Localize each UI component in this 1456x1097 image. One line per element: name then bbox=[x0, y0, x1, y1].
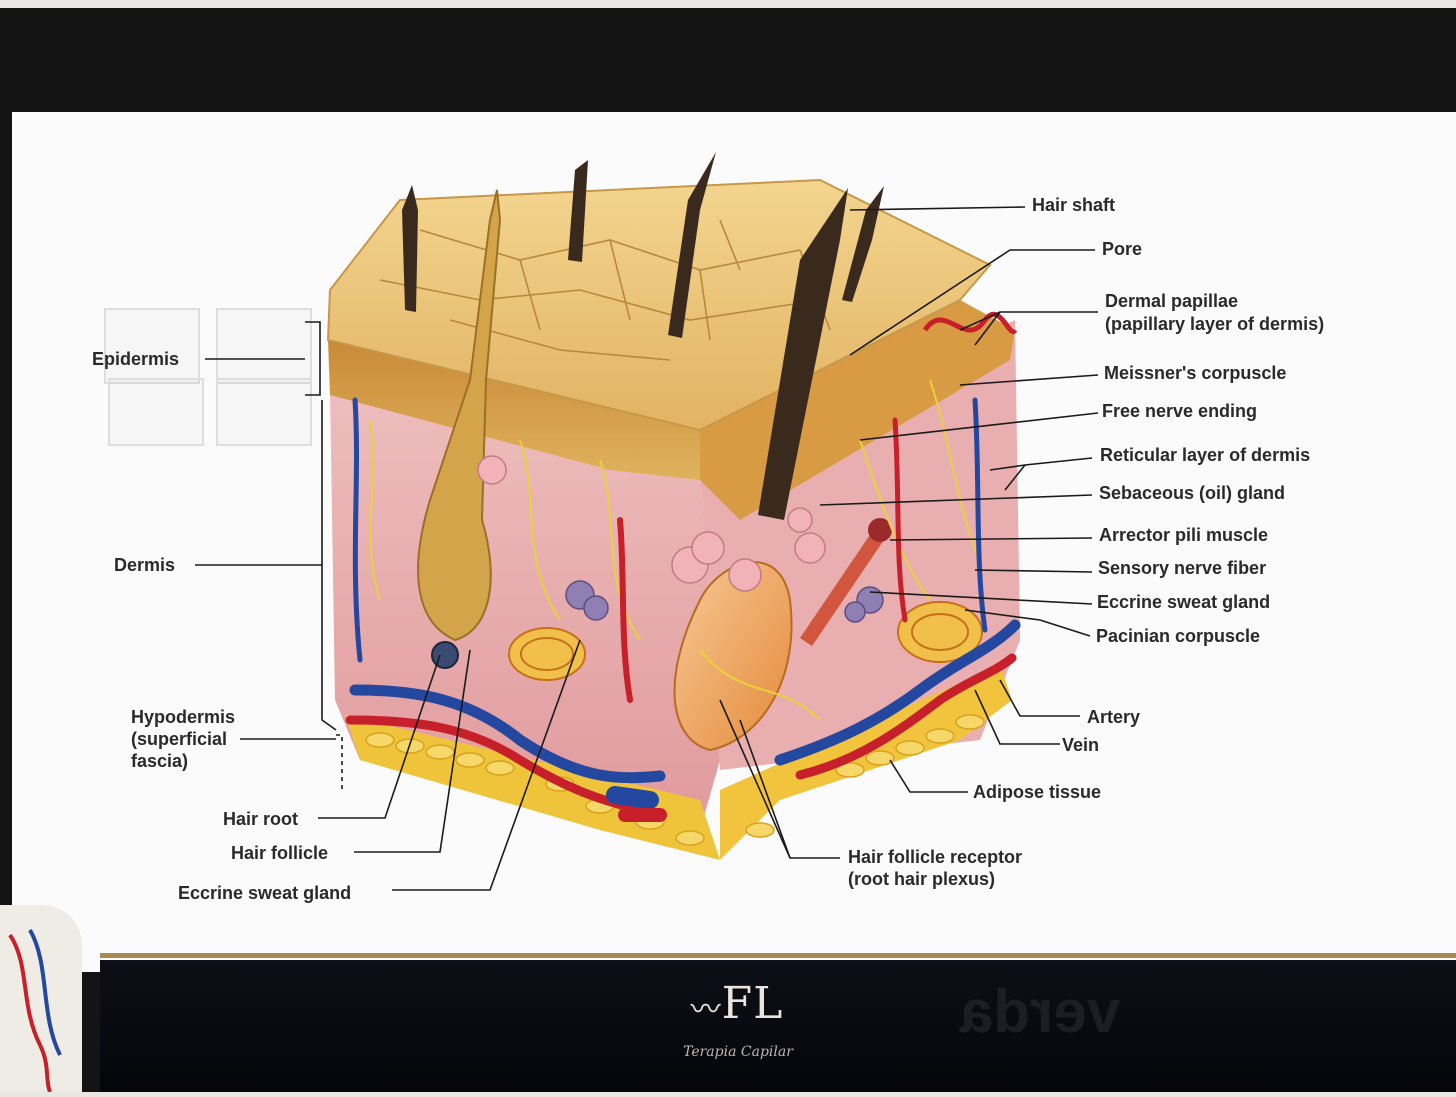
blood-vessels bbox=[345, 397, 1021, 822]
label-reticular-layer: Reticular layer of dermis bbox=[1100, 445, 1311, 465]
sebaceous-glands bbox=[477, 455, 826, 592]
label-hypodermis-sub2: fascia) bbox=[131, 751, 189, 771]
label-dermal-papillae: Dermal papillae bbox=[1105, 291, 1239, 311]
brand-logo: 〰FL bbox=[662, 978, 812, 1029]
ghost-panel bbox=[104, 308, 200, 384]
pacinian-corpuscles bbox=[508, 601, 983, 681]
label-hypodermis: Hypodermis bbox=[131, 707, 236, 727]
label-dermis: Dermis bbox=[114, 555, 176, 575]
dermis-layer bbox=[330, 390, 720, 830]
label-meissners-corpuscle: Meissner's corpuscle bbox=[1104, 363, 1287, 383]
label-free-nerve-ending: Free nerve ending bbox=[1102, 401, 1258, 421]
dermal-papillae bbox=[922, 311, 1018, 335]
hair-strand-icon: 〰 bbox=[690, 992, 722, 1028]
arrector-muscle bbox=[800, 520, 892, 646]
ghost-panel bbox=[216, 378, 312, 446]
label-eccrine-gland-right: Eccrine sweat gland bbox=[1097, 592, 1271, 612]
logo-text: FL bbox=[721, 978, 784, 1029]
hair-shafts bbox=[402, 152, 884, 520]
nerve-fibers bbox=[369, 379, 981, 721]
ghost-panel bbox=[108, 378, 204, 446]
label-pore: Pore bbox=[1102, 239, 1143, 259]
label-epidermis: Epidermis bbox=[92, 349, 180, 369]
label-arrector-pili: Arrector pili muscle bbox=[1099, 525, 1269, 545]
label-eccrine-gland-left: Eccrine sweat gland bbox=[178, 883, 352, 903]
leader-lines bbox=[195, 206, 1099, 891]
adipose-layer-right bbox=[720, 665, 1012, 860]
label-hair-shaft: Hair shaft bbox=[1032, 195, 1116, 215]
label-sebaceous-gland: Sebaceous (oil) gland bbox=[1099, 483, 1286, 503]
label-hair-follicle-receptor-sub: (root hair plexus) bbox=[848, 869, 996, 889]
label-hair-follicle: Hair follicle bbox=[231, 843, 329, 863]
label-sensory-nerve: Sensory nerve fiber bbox=[1098, 558, 1267, 578]
arrector-muscle-end bbox=[868, 518, 892, 542]
eccrine-glands bbox=[565, 580, 884, 623]
label-hair-root: Hair root bbox=[223, 809, 299, 829]
reflection-text: ɐpɹǝʌ bbox=[960, 987, 1121, 1054]
label-adipose-tissue: Adipose tissue bbox=[973, 782, 1102, 802]
label-artery: Artery bbox=[1087, 707, 1141, 727]
label-vein: Vein bbox=[1062, 735, 1100, 755]
brand-tagline: Terapia Capilar bbox=[683, 1044, 793, 1060]
hair-bulb-left bbox=[431, 641, 459, 669]
label-hair-follicle-receptor: Hair follicle receptor bbox=[848, 847, 1023, 867]
ghost-panel bbox=[216, 308, 312, 384]
epidermis-front bbox=[328, 340, 700, 480]
vessel-model-icon bbox=[8, 929, 62, 1093]
label-pacinian-corpuscle: Pacinian corpuscle bbox=[1096, 626, 1261, 646]
label-hypodermis-sub1: (superficial bbox=[131, 729, 228, 749]
gold-divider bbox=[100, 953, 1456, 958]
footer-band bbox=[100, 960, 1456, 1092]
side-prop-model bbox=[0, 905, 82, 1093]
hair-follicle-left bbox=[417, 189, 502, 642]
label-dermal-papillae-sub: (papillary layer of dermis) bbox=[1105, 314, 1325, 334]
